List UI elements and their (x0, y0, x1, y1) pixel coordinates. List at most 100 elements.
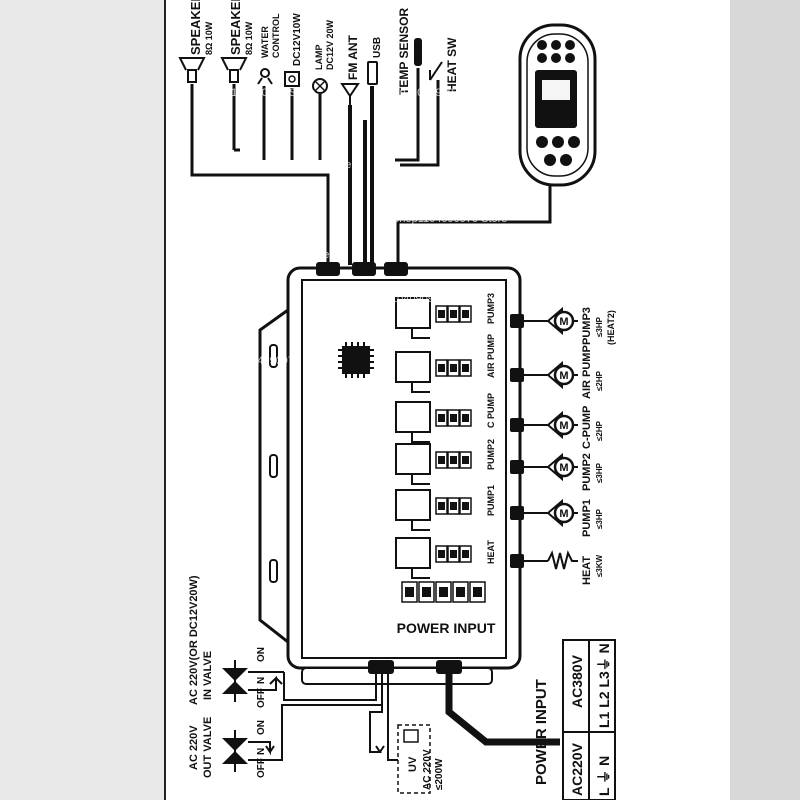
heater-icon (547, 550, 578, 570)
in-valve-n: N (256, 677, 267, 684)
valve-wires (248, 671, 385, 761)
antenna-icon (340, 83, 360, 105)
side-gland (510, 368, 524, 382)
temp-sensor: TEMP SENSOR (397, 8, 422, 95)
uv-line2: ≤200W (434, 758, 445, 790)
relay (395, 351, 431, 383)
output-note: (HEAT2) (606, 310, 616, 345)
water-control-line2: CONTROL (271, 13, 281, 58)
output-labels: PUMP3≤3HP(HEAT2) (581, 307, 616, 345)
panel-buttons (536, 40, 580, 166)
watermark-text: Shop1104090976 Store (214, 249, 329, 261)
lamp-line2: DC12V 20W (325, 19, 335, 70)
ac220-box: AC220V L ⏚ N (562, 731, 616, 800)
input-devices: SPEAKER 8Ω 10W SPEAKER 8Ω 10W WATER CONT… (178, 0, 459, 105)
out-valve-line1: AC 220V (188, 725, 200, 770)
fm-antenna: FM ANT (340, 34, 360, 105)
ac380-title: AC380V (569, 654, 585, 708)
watermark-text: Shop1104090976 Store (380, 87, 495, 99)
watermark-text: Shop1104090976 Store (214, 355, 329, 367)
in-valve-off: OFF (256, 688, 267, 708)
in-valve: AC 220V(OR DC12V20W) IN VALVE ON N OFF (188, 575, 267, 708)
relay-row: HEAT (395, 537, 496, 579)
output-name: PUMP2 (581, 453, 593, 491)
output-name: AIR PUMP (581, 345, 593, 399)
output-rating: ≤2HP (595, 420, 604, 441)
ac380-terminals: L1 L2 L3⏚ N (596, 643, 612, 728)
relay-label: C PUMP (486, 393, 496, 428)
watermarks: Shop1104090976 Store Shop1104090976 Stor… (200, 87, 507, 367)
relay (395, 443, 431, 475)
speaker-1-spec: 8Ω 10W (204, 21, 214, 55)
power-input: POWER INPUT AC380V L1 L2 L3⏚ N AC220V L … (445, 639, 616, 800)
motor-icon: M (546, 306, 578, 336)
terminal-block (435, 359, 472, 377)
dc-output-label: DC12V10W (292, 13, 303, 66)
lamp: LAMP DC12V 20W (312, 19, 335, 94)
relay-label: AIR PUMP (486, 334, 496, 378)
motor-symbol: M (559, 462, 568, 474)
output-name: PUMP3 (581, 307, 593, 345)
side-glands (510, 314, 524, 568)
in-valve-line1: AC 220V(OR DC12V20W) (188, 575, 200, 705)
speaker-2-spec: 8Ω 10W (244, 21, 254, 55)
out-valve-off: OFF (256, 758, 267, 778)
usb-label: USB (372, 37, 383, 58)
motor-symbol: M (559, 370, 568, 382)
output-labels: PUMP1≤3HP (581, 499, 604, 537)
terminal-block (435, 497, 472, 515)
terminal-block (435, 305, 472, 323)
output-heat: HEAT≤3KW (524, 550, 604, 585)
water-control-icon (257, 68, 273, 85)
side-gland (510, 460, 524, 474)
speaker-1: SPEAKER 8Ω 10W (178, 0, 214, 83)
uv-label: UV (407, 756, 419, 772)
uv-device: UV AC 220V ≤200W (387, 674, 445, 794)
heat-switch-label: HEAT SW (445, 37, 459, 92)
side-gland (510, 554, 524, 568)
out-valve-n: N (256, 748, 267, 755)
motor-icon: M (546, 360, 578, 390)
out-valve-line2: OUT VALVE (202, 717, 214, 778)
output-name: HEAT (581, 556, 593, 585)
terminal-block (435, 451, 472, 469)
output-pump2: M PUMP2≤3HP (524, 452, 604, 491)
relay-row: PUMP3 (395, 293, 496, 339)
output-rating: ≤2HP (595, 370, 604, 391)
cable-glands-bottom (368, 660, 462, 674)
speaker-1-label: SPEAKER (188, 0, 203, 55)
output-rating: ≤3HP (595, 508, 604, 529)
terminal-block (435, 545, 472, 563)
top-wires (190, 68, 552, 265)
temp-sensor-label: TEMP SENSOR (397, 8, 411, 95)
output-labels: C-PUMP≤2HP (581, 406, 604, 449)
control-panel (518, 23, 597, 187)
cable-glands-top (316, 262, 408, 276)
relay-row: PUMP2 (395, 439, 496, 485)
temp-probe-icon (414, 38, 422, 66)
relay-label: PUMP3 (486, 293, 496, 324)
motor-icon: M (546, 410, 578, 440)
output-rating: ≤3KW (595, 554, 604, 577)
in-valve-on: ON (256, 647, 267, 662)
switch-icon (429, 61, 443, 81)
relay-row: AIR PUMP (395, 334, 496, 393)
ac220-title: AC220V (569, 742, 585, 796)
relay-row: PUMP1 (395, 485, 496, 531)
output-rating: ≤3HP (595, 462, 604, 483)
relay-label: PUMP2 (486, 439, 496, 470)
relay (395, 489, 431, 521)
dc-output: DC12V10W (284, 13, 303, 87)
relay (395, 297, 431, 329)
terminal-block (435, 409, 472, 427)
watermark-text: Shop1104090976 Store (236, 159, 351, 171)
relay-label: PUMP1 (486, 485, 496, 516)
ac220-terminals: L ⏚ N (596, 756, 612, 796)
motor-symbol: M (559, 420, 568, 432)
speaker-icon (178, 57, 206, 83)
watermark-text: Shop1104090976 Store (392, 213, 507, 225)
